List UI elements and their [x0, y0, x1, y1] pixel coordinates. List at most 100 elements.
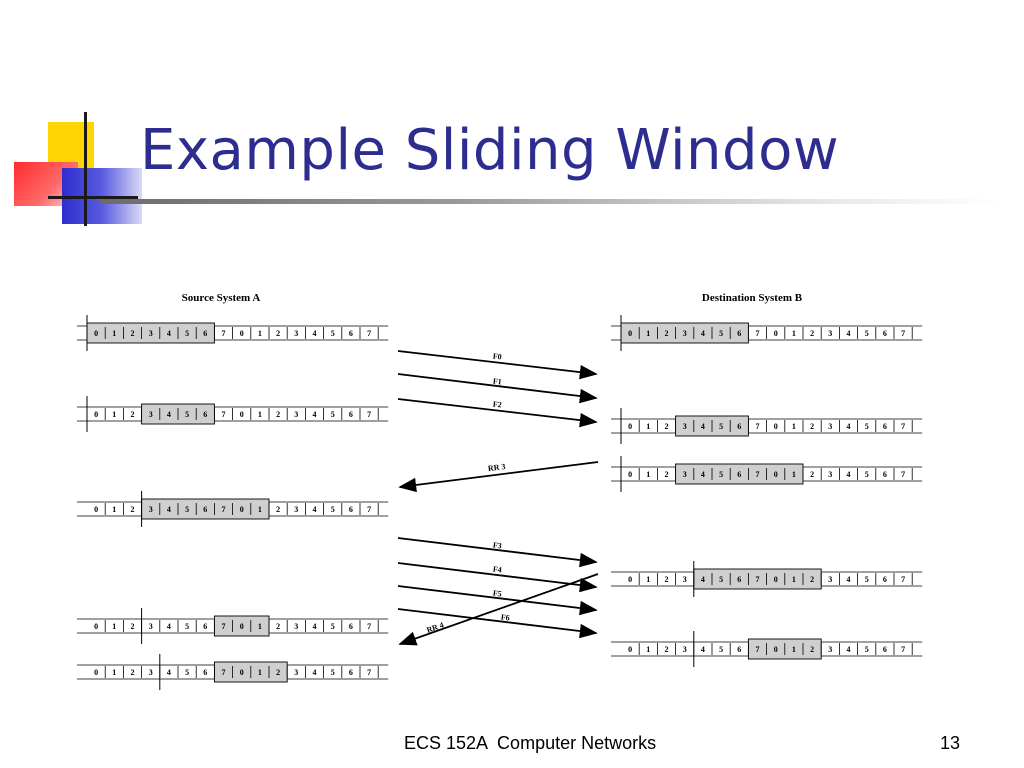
destination-row-3-seq-number: 3	[683, 470, 687, 479]
destination-row-4-seq-number: 7	[756, 575, 760, 584]
source-row-5-seq-number: 4	[313, 668, 317, 677]
source-row-1-seq-number: 5	[185, 329, 189, 338]
destination-row-1-seq-number: 7	[756, 329, 760, 338]
destination-row-3-seq-number: 5	[865, 470, 869, 479]
source-row-1-seq-number: 7	[367, 329, 371, 338]
source-row-2-seq-number: 1	[258, 410, 262, 419]
message-arrow-f6	[397, 608, 598, 639]
source-row-1-seq-number: 4	[313, 329, 317, 338]
destination-row-1-seq-number: 6	[883, 329, 887, 338]
destination-row-2-seq-number: 5	[865, 422, 869, 431]
destination-row-4-seq-number: 6	[737, 575, 741, 584]
source-row-3-seq-number: 4	[313, 505, 317, 514]
destination-row-1-seq-number: 5	[865, 329, 869, 338]
logo-decoration	[12, 112, 142, 228]
message-arrow-f0	[397, 350, 598, 380]
source-row-5-seq-number: 0	[240, 668, 244, 677]
source-row-5-seq-number: 7	[222, 668, 226, 677]
source-row-2-seq-number: 7	[367, 410, 371, 419]
source-row-3-seq-number: 1	[258, 505, 262, 514]
destination-row-5-seq-number: 5	[865, 645, 869, 654]
source-row-5-seq-number: 5	[331, 668, 335, 677]
source-row-3-seq-number: 1	[112, 505, 116, 514]
destination-row-5-seq-number: 0	[774, 645, 778, 654]
destination-row-5-seq-number: 0	[628, 645, 632, 654]
destination-row-1-seq-number: 5	[719, 329, 723, 338]
source-row-3-seq-number: 6	[349, 505, 353, 514]
destination-row-5-seq-number: 4	[847, 645, 851, 654]
source-row-4-seq-number: 3	[294, 622, 298, 631]
destination-row-2-seq-number: 4	[701, 422, 705, 431]
slide-title: Example Sliding Window	[140, 118, 840, 183]
source-row-4-seq-number: 4	[167, 622, 171, 631]
destination-row-4-seq-number: 0	[774, 575, 778, 584]
destination-row-2-seq-number: 3	[683, 422, 687, 431]
source-row-1-seq-number: 3	[149, 329, 153, 338]
destination-row-5-seq-number: 4	[701, 645, 705, 654]
source-row-2-seq-number: 6	[203, 410, 207, 419]
message-label-f0: F0	[492, 352, 502, 362]
source-row-2-seq-number: 5	[185, 410, 189, 419]
logo-vertical-line	[84, 112, 87, 226]
destination-row-2-seq-number: 1	[792, 422, 796, 431]
destination-row-1-seq-number: 3	[828, 329, 832, 338]
destination-row-2-seq-number: 1	[646, 422, 650, 431]
message-label-f4: F4	[492, 565, 502, 575]
source-row-1-seq-number: 0	[240, 329, 244, 338]
source-row-2-seq-number: 0	[94, 410, 98, 419]
source-row-4-seq-number: 3	[149, 622, 153, 631]
source-row-4-seq-number: 1	[258, 622, 262, 631]
destination-row-5-seq-number: 2	[665, 645, 669, 654]
source-row-3-seq-number: 5	[331, 505, 335, 514]
source-row-4-seq-number: 6	[349, 622, 353, 631]
message-label-f3: F3	[492, 541, 502, 551]
source-row-5-seq-number: 1	[258, 668, 262, 677]
destination-row-2-seq-number: 6	[883, 422, 887, 431]
source-row-3-seq-number: 2	[131, 505, 135, 514]
message-arrow-f4	[397, 562, 598, 593]
destination-row-2-seq-number: 6	[737, 422, 741, 431]
destination-row-4-seq-number: 0	[628, 575, 632, 584]
source-row-3-seq-number: 6	[203, 505, 207, 514]
source-row-3-seq-number: 3	[149, 505, 153, 514]
source-row-3-seq-number: 3	[294, 505, 298, 514]
destination-row-3-seq-number: 6	[883, 470, 887, 479]
destination-row-2-seq-number: 2	[665, 422, 669, 431]
source-row-1-seq-number: 4	[167, 329, 171, 338]
message-arrow-f2	[397, 398, 598, 428]
destination-row-4-seq-number: 6	[883, 575, 887, 584]
source-row-4-seq-number: 5	[331, 622, 335, 631]
destination-row-3-seq-number: 7	[901, 470, 905, 479]
destination-row-5-seq-number: 1	[792, 645, 796, 654]
source-row-4-seq-number: 0	[240, 622, 244, 631]
destination-row-4-seq-number: 1	[646, 575, 650, 584]
source-row-3-seq-number: 2	[276, 505, 280, 514]
destination-row-4-seq-number: 3	[683, 575, 687, 584]
source-row-1-seq-number: 3	[294, 329, 298, 338]
destination-row-3-seq-number: 5	[719, 470, 723, 479]
destination-row-5-seq-number: 2	[810, 645, 814, 654]
destination-row-4-seq-number: 7	[901, 575, 905, 584]
destination-row-4-seq-number: 5	[865, 575, 869, 584]
source-row-2-seq-number: 4	[313, 410, 317, 419]
source-row-5-seq-number: 7	[367, 668, 371, 677]
destination-row-3-seq-number: 1	[792, 470, 796, 479]
source-row-2-seq-number: 3	[149, 410, 153, 419]
source-row-1-seq-number: 2	[131, 329, 135, 338]
source-row-4-seq-number: 7	[367, 622, 371, 631]
destination-system-label: Destination System B	[702, 292, 803, 304]
source-row-5-seq-number: 2	[276, 668, 280, 677]
destination-row-4-seq-number: 1	[792, 575, 796, 584]
destination-row-2-seq-number: 5	[719, 422, 723, 431]
destination-row-1-seq-number: 1	[792, 329, 796, 338]
message-arrow-rr-3	[398, 461, 599, 493]
destination-row-1-seq-number: 1	[646, 329, 650, 338]
source-row-4-seq-number: 5	[185, 622, 189, 631]
destination-row-1-seq-number: 7	[901, 329, 905, 338]
source-row-4-seq-number: 2	[276, 622, 280, 631]
destination-row-2-seq-number: 0	[774, 422, 778, 431]
message-label-f2: F2	[492, 400, 502, 410]
message-label-f1: F1	[492, 377, 502, 387]
destination-row-2-seq-number: 7	[901, 422, 905, 431]
